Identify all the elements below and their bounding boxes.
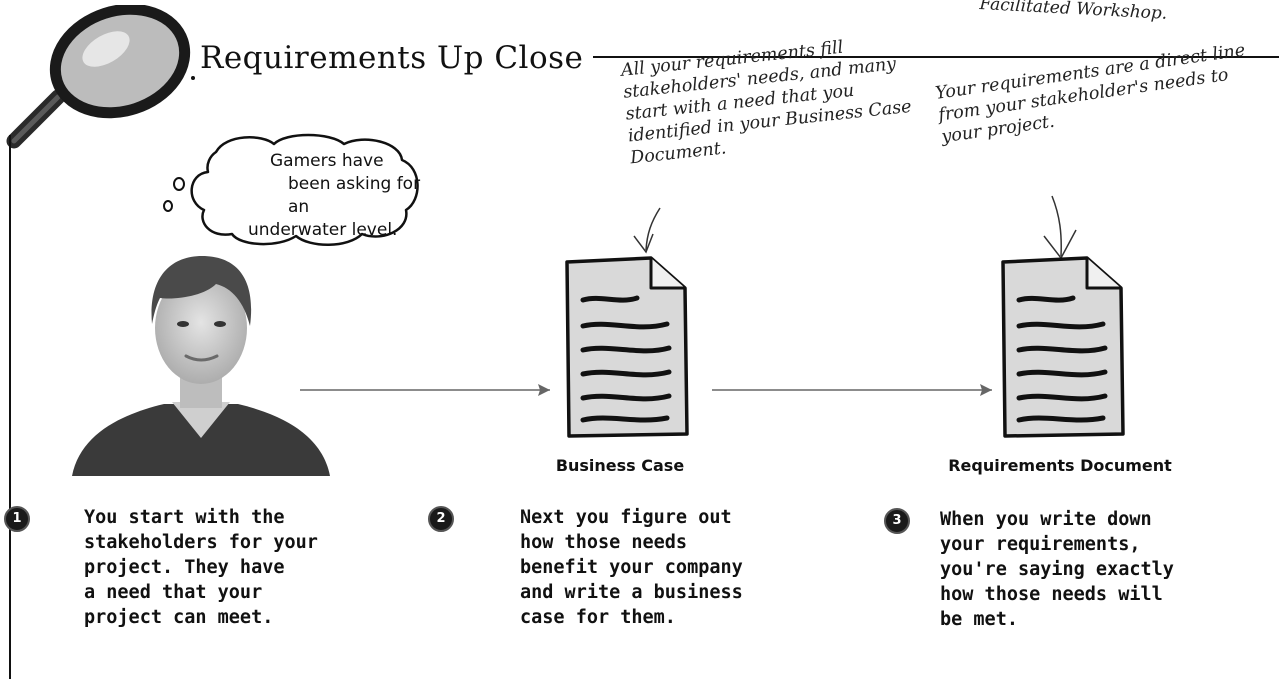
document-icon: [565, 256, 689, 438]
page-title: Requirements Up Close: [200, 40, 584, 76]
step-number-badge: 2: [428, 506, 454, 532]
step-line: how those needs will: [940, 584, 1163, 605]
step-line: and write a business: [520, 582, 743, 603]
thought-text: Gamers have been asking for an underwate…: [230, 150, 430, 242]
step-line: how those needs: [520, 532, 688, 553]
thought-line: Gamers have: [270, 151, 384, 171]
business-case-label: Business Case: [555, 456, 685, 475]
step-line: Next you figure out: [520, 507, 732, 528]
step-number-badge: 1: [4, 506, 30, 532]
step-line: your requirements,: [940, 534, 1141, 555]
step-line: you're saying exactly: [940, 559, 1174, 580]
step-line: benefit your company: [520, 557, 743, 578]
step-line: case for them.: [520, 607, 676, 628]
magnifying-glass-icon: [6, 5, 195, 149]
step-number-badge: 3: [884, 508, 910, 534]
document-icon: [1001, 256, 1125, 438]
thought-bubble: [163, 133, 419, 246]
step-1-text: You start with the stakeholders for your…: [84, 505, 318, 630]
step-line: When you write down: [940, 509, 1152, 530]
step-line: a need that your: [84, 582, 263, 603]
step-line: project. They have: [84, 557, 285, 578]
thought-line: underwater level.: [248, 220, 398, 240]
step-line: stakeholders for your: [84, 532, 318, 553]
thought-line: been asking for an: [288, 174, 421, 217]
step-line: project can meet.: [84, 607, 274, 628]
step-2-text: Next you figure out how those needs bene…: [520, 505, 743, 630]
step-line: be met.: [940, 609, 1018, 630]
step-line: You start with the: [84, 507, 285, 528]
left-margin-rule: [9, 135, 11, 679]
requirements-document-label: Requirements Document: [948, 456, 1172, 475]
stakeholder-photo: [72, 256, 330, 476]
header-rule: [593, 56, 1279, 58]
step-3-text: When you write down your requirements, y…: [940, 507, 1174, 632]
